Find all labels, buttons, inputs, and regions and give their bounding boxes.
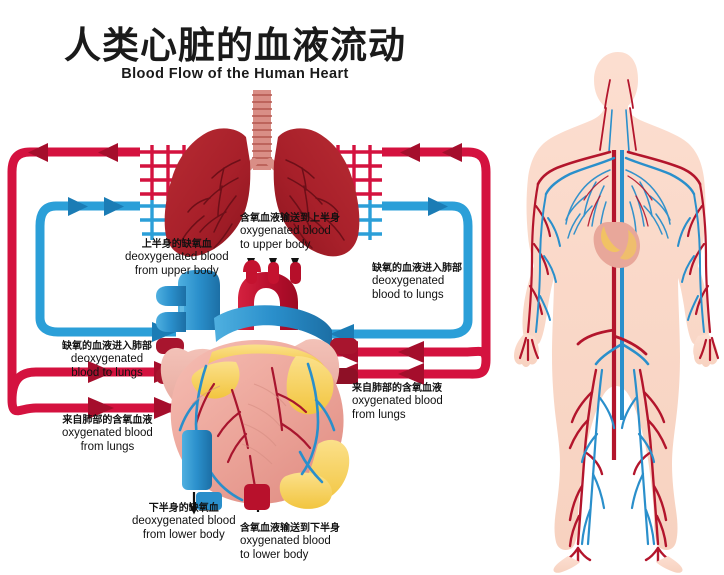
label-en-line2: from lungs	[80, 440, 135, 453]
label-deoxygenated-from-upper-body: 上半身的缺氧血 deoxygenated blood from upper bo…	[125, 238, 229, 278]
label-en-line1: oxygenated blood	[352, 395, 443, 407]
label-en-line1: deoxygenated	[372, 275, 445, 287]
label-en-line2: from lungs	[352, 408, 406, 421]
heart-illustration	[156, 260, 358, 510]
label-en-line2: blood to lungs	[372, 288, 444, 301]
label-cn: 上半身的缺氧血	[141, 239, 212, 250]
label-deoxygenated-to-lungs-left: 缺氧的血液进入肺部 deoxygenated blood to lungs	[62, 340, 152, 380]
flow-arrow-deoxygenated-to-lungs-left	[35, 300, 176, 342]
label-deoxygenated-to-lungs-right: 缺氧的血液进入肺部 deoxygenated blood to lungs	[372, 262, 462, 302]
label-en-line1: oxygenated blood	[62, 427, 153, 439]
label-cn: 含氧血液输送到上半身	[240, 213, 340, 224]
label-en-line2: to lower body	[240, 548, 309, 561]
label-en-line1: deoxygenated blood	[125, 251, 229, 263]
label-cn: 缺氧的血液进入肺部	[372, 263, 462, 274]
label-en-line2: blood to lungs	[71, 366, 143, 379]
flow-arrow-deoxygenated-upper-right	[382, 197, 473, 300]
label-en-line1: deoxygenated	[70, 353, 144, 365]
label-oxygenated-to-lower-body: 含氧血液输送到下半身 oxygenated blood to lower bod…	[240, 522, 340, 562]
page-title-english: Blood Flow of the Human Heart	[121, 66, 349, 82]
flow-arrow-oxygenated-upper-left	[7, 143, 140, 400]
label-en-line1: oxygenated blood	[240, 535, 331, 547]
label-oxygenated-to-upper-body: 含氧血液输送到上半身 oxygenated blood to upper bod…	[240, 212, 340, 252]
label-oxygenated-from-lungs-right: 来自肺部的含氧血液 oxygenated blood from lungs	[352, 382, 443, 422]
label-en-line2: to upper body	[240, 238, 311, 251]
label-cn: 含氧血液输送到下半身	[240, 523, 340, 534]
label-en-line1: deoxygenated blood	[132, 515, 236, 527]
label-cn: 缺氧的血液进入肺部	[62, 341, 152, 352]
label-deoxygenated-from-lower-body: 下半身的缺氧血 deoxygenated blood from lower bo…	[132, 502, 236, 542]
label-en-line1: oxygenated blood	[240, 225, 331, 237]
label-oxygenated-from-lungs-left: 来自肺部的含氧血液 oxygenated blood from lungs	[62, 414, 153, 454]
flow-arrow-oxygenated-upper-right	[382, 143, 491, 360]
label-en-line2: from lower body	[142, 528, 225, 541]
flow-arrow-deoxygenated-upper-left	[35, 197, 140, 300]
label-cn: 下半身的缺氧血	[148, 503, 219, 514]
human-circulatory-system-figure	[514, 52, 720, 573]
lungs-illustration	[164, 90, 360, 257]
page-title-chinese: 人类心脏的血液流动	[64, 25, 406, 66]
label-cn: 来自肺部的含氧血液	[352, 383, 442, 394]
label-cn: 来自肺部的含氧血液	[62, 415, 153, 426]
label-en-line2: from upper body	[134, 264, 219, 277]
flow-arrow-deoxygenated-to-lungs-right	[330, 300, 473, 344]
